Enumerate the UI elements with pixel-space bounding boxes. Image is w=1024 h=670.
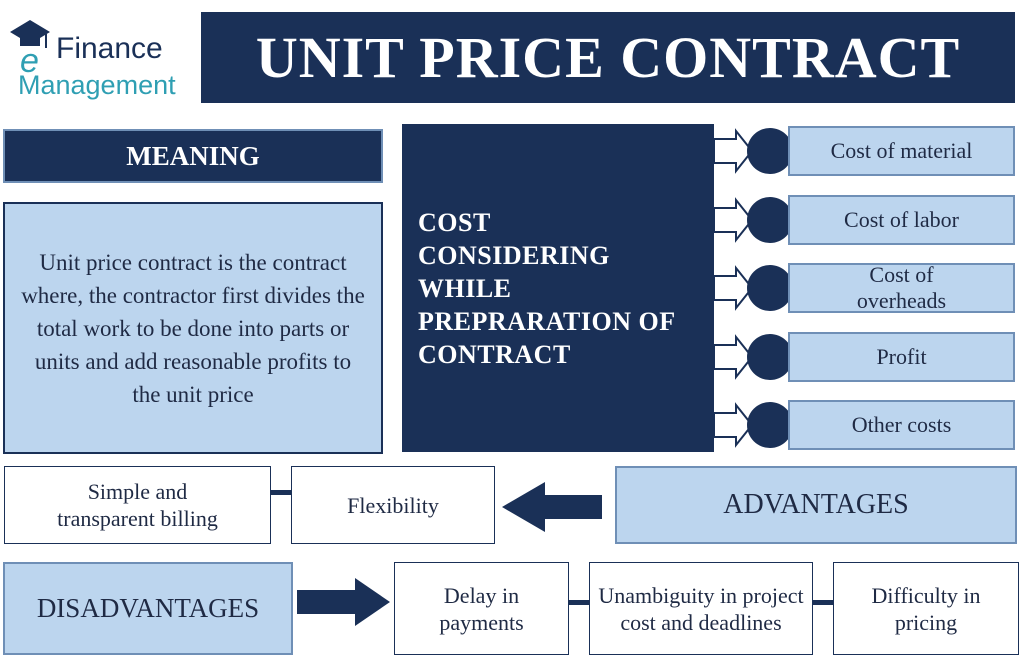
disadvantage-delay-payments: Delay in payments bbox=[394, 562, 569, 655]
cost-item-other: Other costs bbox=[788, 400, 1015, 450]
cost-bullet-2 bbox=[747, 197, 793, 243]
disadvantages-label: DISADVANTAGES bbox=[3, 562, 293, 655]
cost-item-overheads: Cost of overheads bbox=[788, 262, 1015, 313]
meaning-heading: MEANING bbox=[3, 129, 383, 183]
graduation-cap-e-icon: e bbox=[10, 20, 50, 74]
cost-item-material: Cost of material bbox=[788, 126, 1015, 176]
cost-arrow-3 bbox=[713, 265, 754, 311]
cost-arrow-4 bbox=[713, 334, 754, 380]
cost-arrow-2 bbox=[713, 197, 754, 243]
advantage-connector bbox=[271, 490, 291, 495]
advantages-arrow bbox=[502, 482, 602, 532]
cost-bullet-3 bbox=[747, 265, 793, 311]
svg-text:e: e bbox=[20, 42, 39, 74]
cost-bullet-5 bbox=[747, 402, 793, 448]
disadvantage-difficulty-pricing: Difficulty in pricing bbox=[833, 562, 1019, 655]
cost-arrow-5 bbox=[713, 402, 754, 448]
logo-text-management: Management bbox=[18, 70, 176, 100]
cost-block-title: COST CONSIDERING WHILE PREPRARATION OF C… bbox=[418, 208, 676, 369]
page-title: UNIT PRICE CONTRACT bbox=[201, 12, 1015, 103]
cost-arrow-1 bbox=[713, 128, 754, 174]
advantage-simple-billing: Simple and transparent billing bbox=[4, 466, 271, 544]
disadvantage-connector-1 bbox=[569, 600, 589, 605]
disadvantage-connector-2 bbox=[813, 600, 833, 605]
advantage-flexibility: Flexibility bbox=[291, 466, 495, 544]
meaning-text: Unit price contract is the contract wher… bbox=[3, 202, 383, 454]
disadvantage-unambiguity: Unambiguity in project cost and deadline… bbox=[589, 562, 813, 655]
cost-bullet-1 bbox=[747, 128, 793, 174]
logo: e Finance Management bbox=[6, 12, 196, 102]
cost-item-profit: Profit bbox=[788, 332, 1015, 382]
cost-item-labor: Cost of labor bbox=[788, 195, 1015, 245]
advantages-label: ADVANTAGES bbox=[615, 466, 1017, 544]
disadvantages-arrow bbox=[297, 578, 390, 626]
logo-text-finance: Finance bbox=[56, 32, 163, 65]
cost-considering-block: COST CONSIDERING WHILE PREPRARATION OF C… bbox=[402, 124, 714, 452]
cost-bullet-4 bbox=[747, 334, 793, 380]
